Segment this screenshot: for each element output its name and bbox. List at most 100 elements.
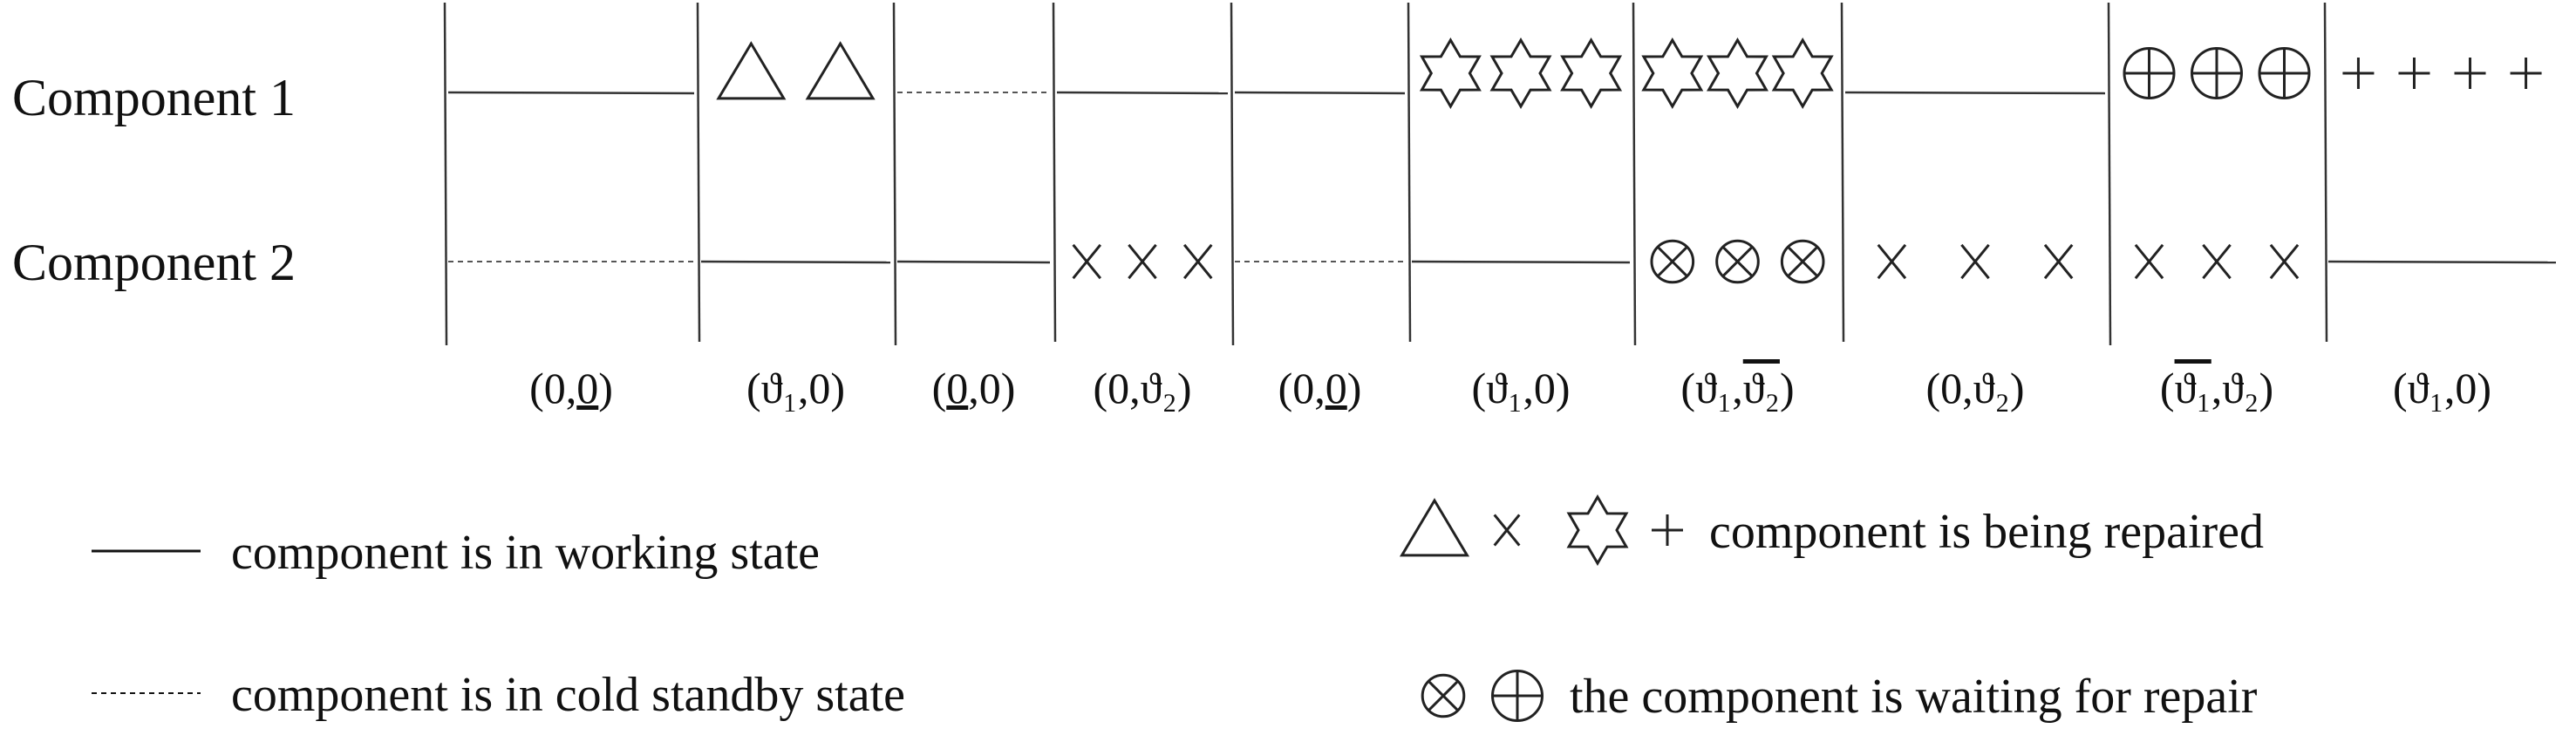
x-stroke bbox=[1072, 243, 1102, 280]
cross-stroke bbox=[1787, 246, 1819, 277]
row-labels: Component 1 Component 2 bbox=[12, 69, 296, 291]
segment-divider bbox=[1840, 2, 1845, 343]
segment-8: (0,ϑ₂) bbox=[1844, 91, 2106, 412]
state-label: (ϑ₁,0) bbox=[746, 364, 845, 412]
otimes-icon bbox=[1780, 239, 1825, 284]
star-icon bbox=[1707, 37, 1768, 109]
state-label-part: ) bbox=[2259, 364, 2273, 412]
state-label-part: ( bbox=[1472, 364, 1487, 412]
x-icon bbox=[2134, 243, 2164, 280]
cross-stroke bbox=[1656, 246, 1688, 277]
state-label: (0,0) bbox=[529, 364, 613, 412]
state-label-part: ( bbox=[1278, 364, 1293, 412]
state-label-part: ( bbox=[529, 364, 544, 412]
segment-5: (0,0) bbox=[1234, 91, 1406, 412]
segment-7: (ϑ₁,ϑ₂) bbox=[1641, 37, 1834, 412]
state-label-part: ( bbox=[1094, 364, 1108, 412]
state-label-part: 0 bbox=[2455, 364, 2477, 412]
state-label-part: ( bbox=[2393, 364, 2408, 412]
otimes-icon bbox=[1421, 673, 1466, 718]
plus-icon bbox=[2510, 58, 2542, 89]
x-stroke bbox=[2134, 243, 2164, 280]
cross-stroke bbox=[1721, 246, 1754, 277]
state-label-part: ( bbox=[1680, 364, 1695, 412]
state-label-part: 0 bbox=[1292, 364, 1314, 412]
circle-shape bbox=[1421, 673, 1466, 718]
row-label-component-2: Component 2 bbox=[12, 234, 296, 291]
legend-working-text: component is in working state bbox=[231, 526, 820, 580]
state-label-part: , bbox=[798, 364, 809, 412]
circle-shape bbox=[1780, 239, 1825, 284]
x-icon bbox=[2269, 243, 2300, 280]
working-line bbox=[1844, 91, 2106, 95]
state-label: (ϑ₁,0) bbox=[2393, 364, 2491, 412]
state-label-part: 0 bbox=[808, 364, 830, 412]
x-stroke bbox=[1128, 243, 1157, 280]
state-label-part: ) bbox=[2477, 364, 2491, 412]
working-line bbox=[447, 91, 695, 95]
star-shape bbox=[1566, 494, 1629, 566]
star-shape bbox=[1419, 37, 1482, 109]
state-label: (ϑ₁,ϑ₂) bbox=[2160, 364, 2273, 412]
state-label-part: ϑ₁ bbox=[761, 364, 798, 412]
segment-1: (0,0) bbox=[447, 91, 695, 412]
state-label-part: ϑ₂ bbox=[2222, 364, 2259, 412]
oplus-icon bbox=[2123, 47, 2176, 99]
triangle-icon bbox=[1399, 498, 1470, 557]
circle-shape bbox=[1715, 239, 1760, 284]
circle-shape bbox=[1650, 239, 1695, 284]
segment-4: (0,ϑ₂) bbox=[1056, 91, 1229, 412]
segment-divider bbox=[1230, 2, 1235, 346]
star-icon bbox=[1641, 37, 1704, 109]
x-stroke bbox=[1493, 514, 1521, 547]
segment-divider bbox=[1052, 2, 1057, 343]
state-label-part: ϑ₁ bbox=[2408, 364, 2444, 412]
star-icon bbox=[1419, 37, 1482, 109]
triangle-shape bbox=[716, 41, 787, 100]
state-label-part: ϑ₁ bbox=[2175, 364, 2211, 412]
timeline: (0,0)(ϑ₁,0)(0,0)(0,ϑ₂)(0,0)(ϑ₁,0)(ϑ₁,ϑ₂)… bbox=[443, 2, 2557, 412]
state-label-part: , bbox=[2444, 364, 2456, 412]
state-label-part: ( bbox=[1926, 364, 1941, 412]
state-label-part: , bbox=[1732, 364, 1743, 412]
x-stroke bbox=[1182, 243, 1213, 280]
segment-divider bbox=[2107, 2, 2112, 346]
working-line bbox=[1234, 91, 1406, 95]
x-stroke bbox=[1877, 243, 1907, 280]
x-icon bbox=[1128, 243, 1157, 280]
state-label-part: ) bbox=[830, 364, 845, 412]
oplus-icon bbox=[2258, 47, 2311, 99]
state-label-part: ) bbox=[1347, 364, 1362, 412]
x-icon bbox=[1877, 243, 1907, 280]
triangle-icon bbox=[716, 41, 787, 100]
state-label: (ϑ₁,ϑ₂) bbox=[1680, 364, 1794, 412]
working-line bbox=[1056, 91, 1229, 95]
legend-waiting-symbols bbox=[1421, 670, 1544, 722]
plus-icon bbox=[1652, 514, 1683, 546]
star-shape bbox=[1560, 37, 1623, 109]
segment-divider bbox=[892, 2, 897, 346]
star-shape bbox=[1771, 37, 1834, 109]
state-label: (0,0) bbox=[1278, 364, 1362, 412]
triangle-shape bbox=[805, 41, 876, 100]
star-icon bbox=[1489, 37, 1552, 109]
otimes-icon bbox=[1715, 239, 1760, 284]
star-shape bbox=[1707, 37, 1768, 109]
segment-3: (0,0) bbox=[896, 92, 1051, 412]
legend-standby-text: component is in cold standby state bbox=[231, 668, 905, 722]
state-label-part: 0 bbox=[576, 364, 598, 412]
triangle-icon bbox=[805, 41, 876, 100]
x-icon bbox=[1493, 514, 1521, 547]
state-label-part: , bbox=[566, 364, 577, 412]
state-label-part: 0 bbox=[1940, 364, 1962, 412]
segment-10: (ϑ₁,0) bbox=[2327, 58, 2557, 412]
state-label-part: ) bbox=[2010, 364, 2025, 412]
segment-divider bbox=[696, 2, 701, 343]
segment-divider bbox=[2323, 2, 2328, 343]
state-label-part: ) bbox=[1780, 364, 1795, 412]
state-label-part: ) bbox=[598, 364, 613, 412]
x-icon bbox=[1072, 243, 1102, 280]
state-label-part: 0 bbox=[1325, 364, 1347, 412]
segment-divider bbox=[1407, 2, 1412, 343]
plus-icon bbox=[2342, 58, 2375, 89]
